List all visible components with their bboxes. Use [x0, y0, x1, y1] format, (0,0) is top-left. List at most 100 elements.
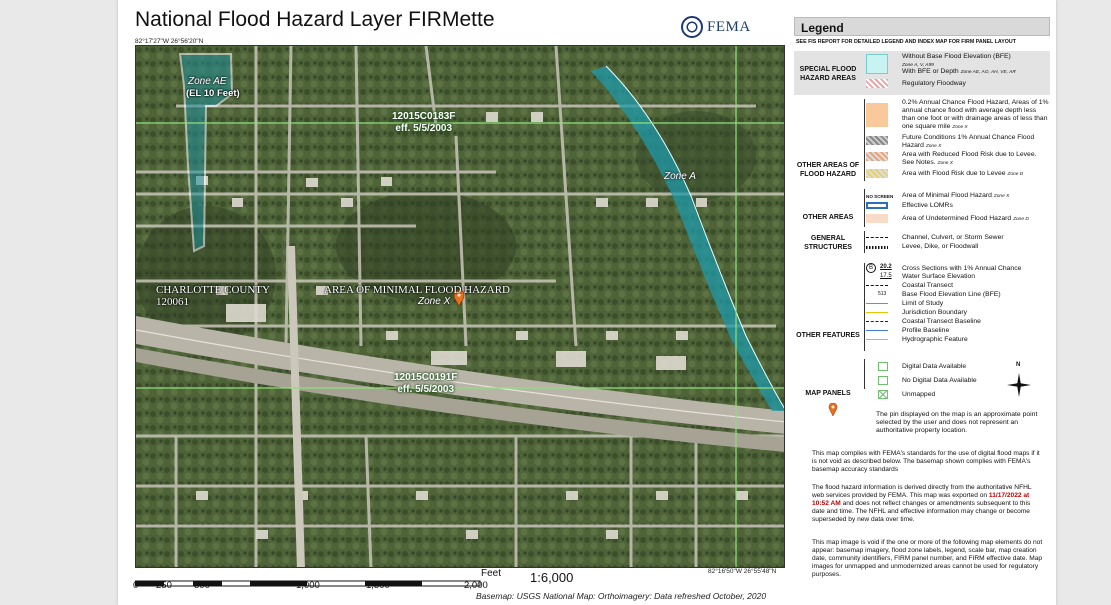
swatch-levee-line: [866, 246, 888, 249]
fema-logo-text: FEMA: [707, 18, 751, 35]
legend-general-structures: GENERAL STRUCTURES Channel, Culvert, or …: [794, 231, 1050, 255]
legend-item: Base Flood Elevation Line (BFE): [902, 291, 1001, 298]
legend-item: Coastal Transect: [902, 282, 953, 289]
panel-bottom-label: 12015C0191F eff. 5/5/2003: [394, 372, 457, 396]
legend-item: Effective LOMRs: [902, 202, 953, 209]
legend-panel: Legend SEE FIS REPORT FOR DETAILED LEGEN…: [794, 17, 1050, 599]
legend-category: OTHER AREAS OF FLOOD HAZARD: [796, 162, 860, 178]
scale-unit: Feet: [481, 568, 502, 579]
dhs-seal-icon: [681, 16, 703, 38]
swatch-coastal-baseline: [866, 321, 888, 322]
zone-a-boundary: [605, 65, 784, 409]
swatch-profile: [866, 330, 888, 331]
bfe-line-value: 513: [878, 291, 887, 297]
legend-other-flood: OTHER AREAS OF FLOOD HAZARD 0.2% Annual …: [794, 99, 1050, 183]
legend-item: Area of Minimal Flood Hazard Zone X: [902, 192, 1010, 199]
north-arrow-icon: [1007, 373, 1031, 397]
zone-a-label: Zone A: [664, 171, 696, 182]
legend-item: 0.2% Annual Chance Flood Hazard, Areas o…: [902, 99, 1049, 130]
legend-special-flood: SPECIAL FLOOD HAZARD AREAS Without Base …: [794, 51, 1050, 95]
firmette-page: National Flood Hazard Layer FIRMette FEM…: [118, 0, 1056, 605]
highway-frontage: [136, 348, 784, 452]
swatch-limit: [866, 303, 888, 304]
zone-ae-area[interactable]: [178, 53, 234, 253]
legend-item: No Digital Data Available: [902, 377, 977, 384]
highway-lane: [136, 329, 784, 423]
legend-category: GENERAL STRUCTURES: [804, 235, 852, 251]
legend-item: Cross Sections with 1% Annual Chance: [902, 265, 1022, 272]
scale-tick: 1,000: [296, 580, 320, 591]
swatch-no-digital: [878, 376, 888, 385]
swatch-levee: [866, 169, 888, 178]
location-pin-icon[interactable]: [453, 289, 465, 307]
elevation-label: (EL 10 Feet): [186, 88, 240, 99]
zone-x-label: Zone X: [418, 296, 451, 307]
legend-item: Hydrographic Feature: [902, 336, 968, 343]
water-surface-value: 17.5: [880, 273, 892, 279]
no-screen-label: NO SCREEN: [866, 194, 894, 199]
cross-section-value: 20.2: [880, 264, 892, 270]
void-note: This map image is void if the one or mor…: [812, 539, 1043, 578]
basemap-credit: Basemap: USGS National Map: Orthoimagery…: [476, 591, 767, 601]
scale-tick: 500: [194, 580, 210, 591]
legend-item: Area with Flood Risk due to Levee Zone D: [902, 170, 1024, 177]
swatch-lomr: [866, 202, 888, 209]
legend-item: Water Surface Elevation: [902, 273, 976, 280]
scale-tick: 0: [133, 580, 139, 591]
swatch-channel: [866, 237, 888, 238]
scale-tick: 1,500: [366, 580, 390, 591]
legend-item: Area with Reduced Flood Risk due to Leve…: [902, 151, 1037, 166]
legend-item: Channel, Culvert, or Storm Sewer: [902, 234, 1004, 241]
legend-item: Jurisdiction Boundary: [902, 309, 967, 316]
legend-item: Area of Undetermined Flood Hazard Zone D: [902, 215, 1029, 222]
legend-subtitle: SEE FIS REPORT FOR DETAILED LEGEND AND I…: [796, 39, 1016, 45]
forest-patch: [336, 191, 516, 301]
swatch-digital: [878, 362, 888, 371]
panel-top-label: 12015C0183F eff. 5/5/2003: [392, 111, 455, 135]
panel-bottom-id: 12015C0191F: [394, 372, 458, 383]
coordinate-bottom-right: 82°16'50"W 26°55'48"N: [708, 568, 777, 575]
compliance-note: This map complies with FEMA's standards …: [812, 450, 1040, 473]
legend-item: Unmapped: [902, 391, 936, 398]
legend-category: MAP PANELS: [805, 390, 851, 397]
swatch-floodway: [866, 79, 888, 88]
legend-category: OTHER AREAS: [802, 214, 854, 221]
legend-item: Digital Data Available: [902, 363, 967, 370]
county-code: 120061: [156, 296, 189, 308]
scale-ratio: 1:6,000: [530, 570, 574, 585]
north-label: N: [1016, 362, 1021, 368]
swatch-shaded-x: [866, 103, 888, 127]
export-date: 11/17/2022 at 10:52 AM: [812, 492, 1030, 507]
swatch-jurisdiction: [866, 312, 888, 313]
swatch-reduced: [866, 152, 888, 161]
scale-tick: 250: [156, 580, 172, 591]
coordinate-top-left: 82°17'27"W 26°56'20"N: [135, 38, 204, 45]
panel-bottom-eff: eff. 5/5/2003: [397, 384, 455, 395]
scale-bar: [135, 580, 481, 587]
legend-item: With BFE or Depth Zone AE, AO, AH, VE, A…: [902, 68, 1016, 75]
swatch-undetermined: [866, 214, 888, 223]
minimal-hazard-label: AREA OF MINIMAL FLOOD HAZARD: [324, 284, 510, 296]
legend-title: Legend: [794, 17, 1050, 36]
cross-road: [287, 245, 305, 567]
fema-logo: FEMA: [681, 16, 751, 38]
pin-note: The pin displayed on the map is an appro…: [876, 411, 1038, 434]
legend-other-features: OTHER FEATURES B 20.2 Cross Sections wit…: [794, 263, 1050, 353]
swatch-future: [866, 136, 888, 145]
map-view[interactable]: Zone AE (EL 10 Feet) 12015C0183F eff. 5/…: [135, 45, 785, 568]
legend-item: Levee, Dike, or Floodwall: [902, 243, 979, 250]
zone-ae-label: Zone AE: [188, 76, 227, 87]
pin-legend-icon: [828, 403, 838, 417]
scale-tick: 2,000: [464, 580, 488, 591]
swatch-hydrographic: [866, 339, 888, 340]
panel-top-eff: eff. 5/5/2003: [395, 123, 453, 134]
page-title: National Flood Hazard Layer FIRMette: [135, 8, 495, 31]
buildings: [196, 112, 748, 539]
legend-item: Without Base Flood Elevation (BFE)Zone A…: [902, 53, 1011, 68]
county-name: CHARLOTTE COUNTY: [156, 284, 270, 296]
legend-item: Coastal Transect Baseline: [902, 318, 981, 325]
export-note: The flood hazard information is derived …: [812, 484, 1032, 523]
swatch-coastal-transect: [866, 285, 888, 286]
legend-item: Regulatory Floodway: [902, 80, 966, 87]
legend-item: Future Conditions 1% Annual Chance Flood…: [902, 134, 1035, 149]
